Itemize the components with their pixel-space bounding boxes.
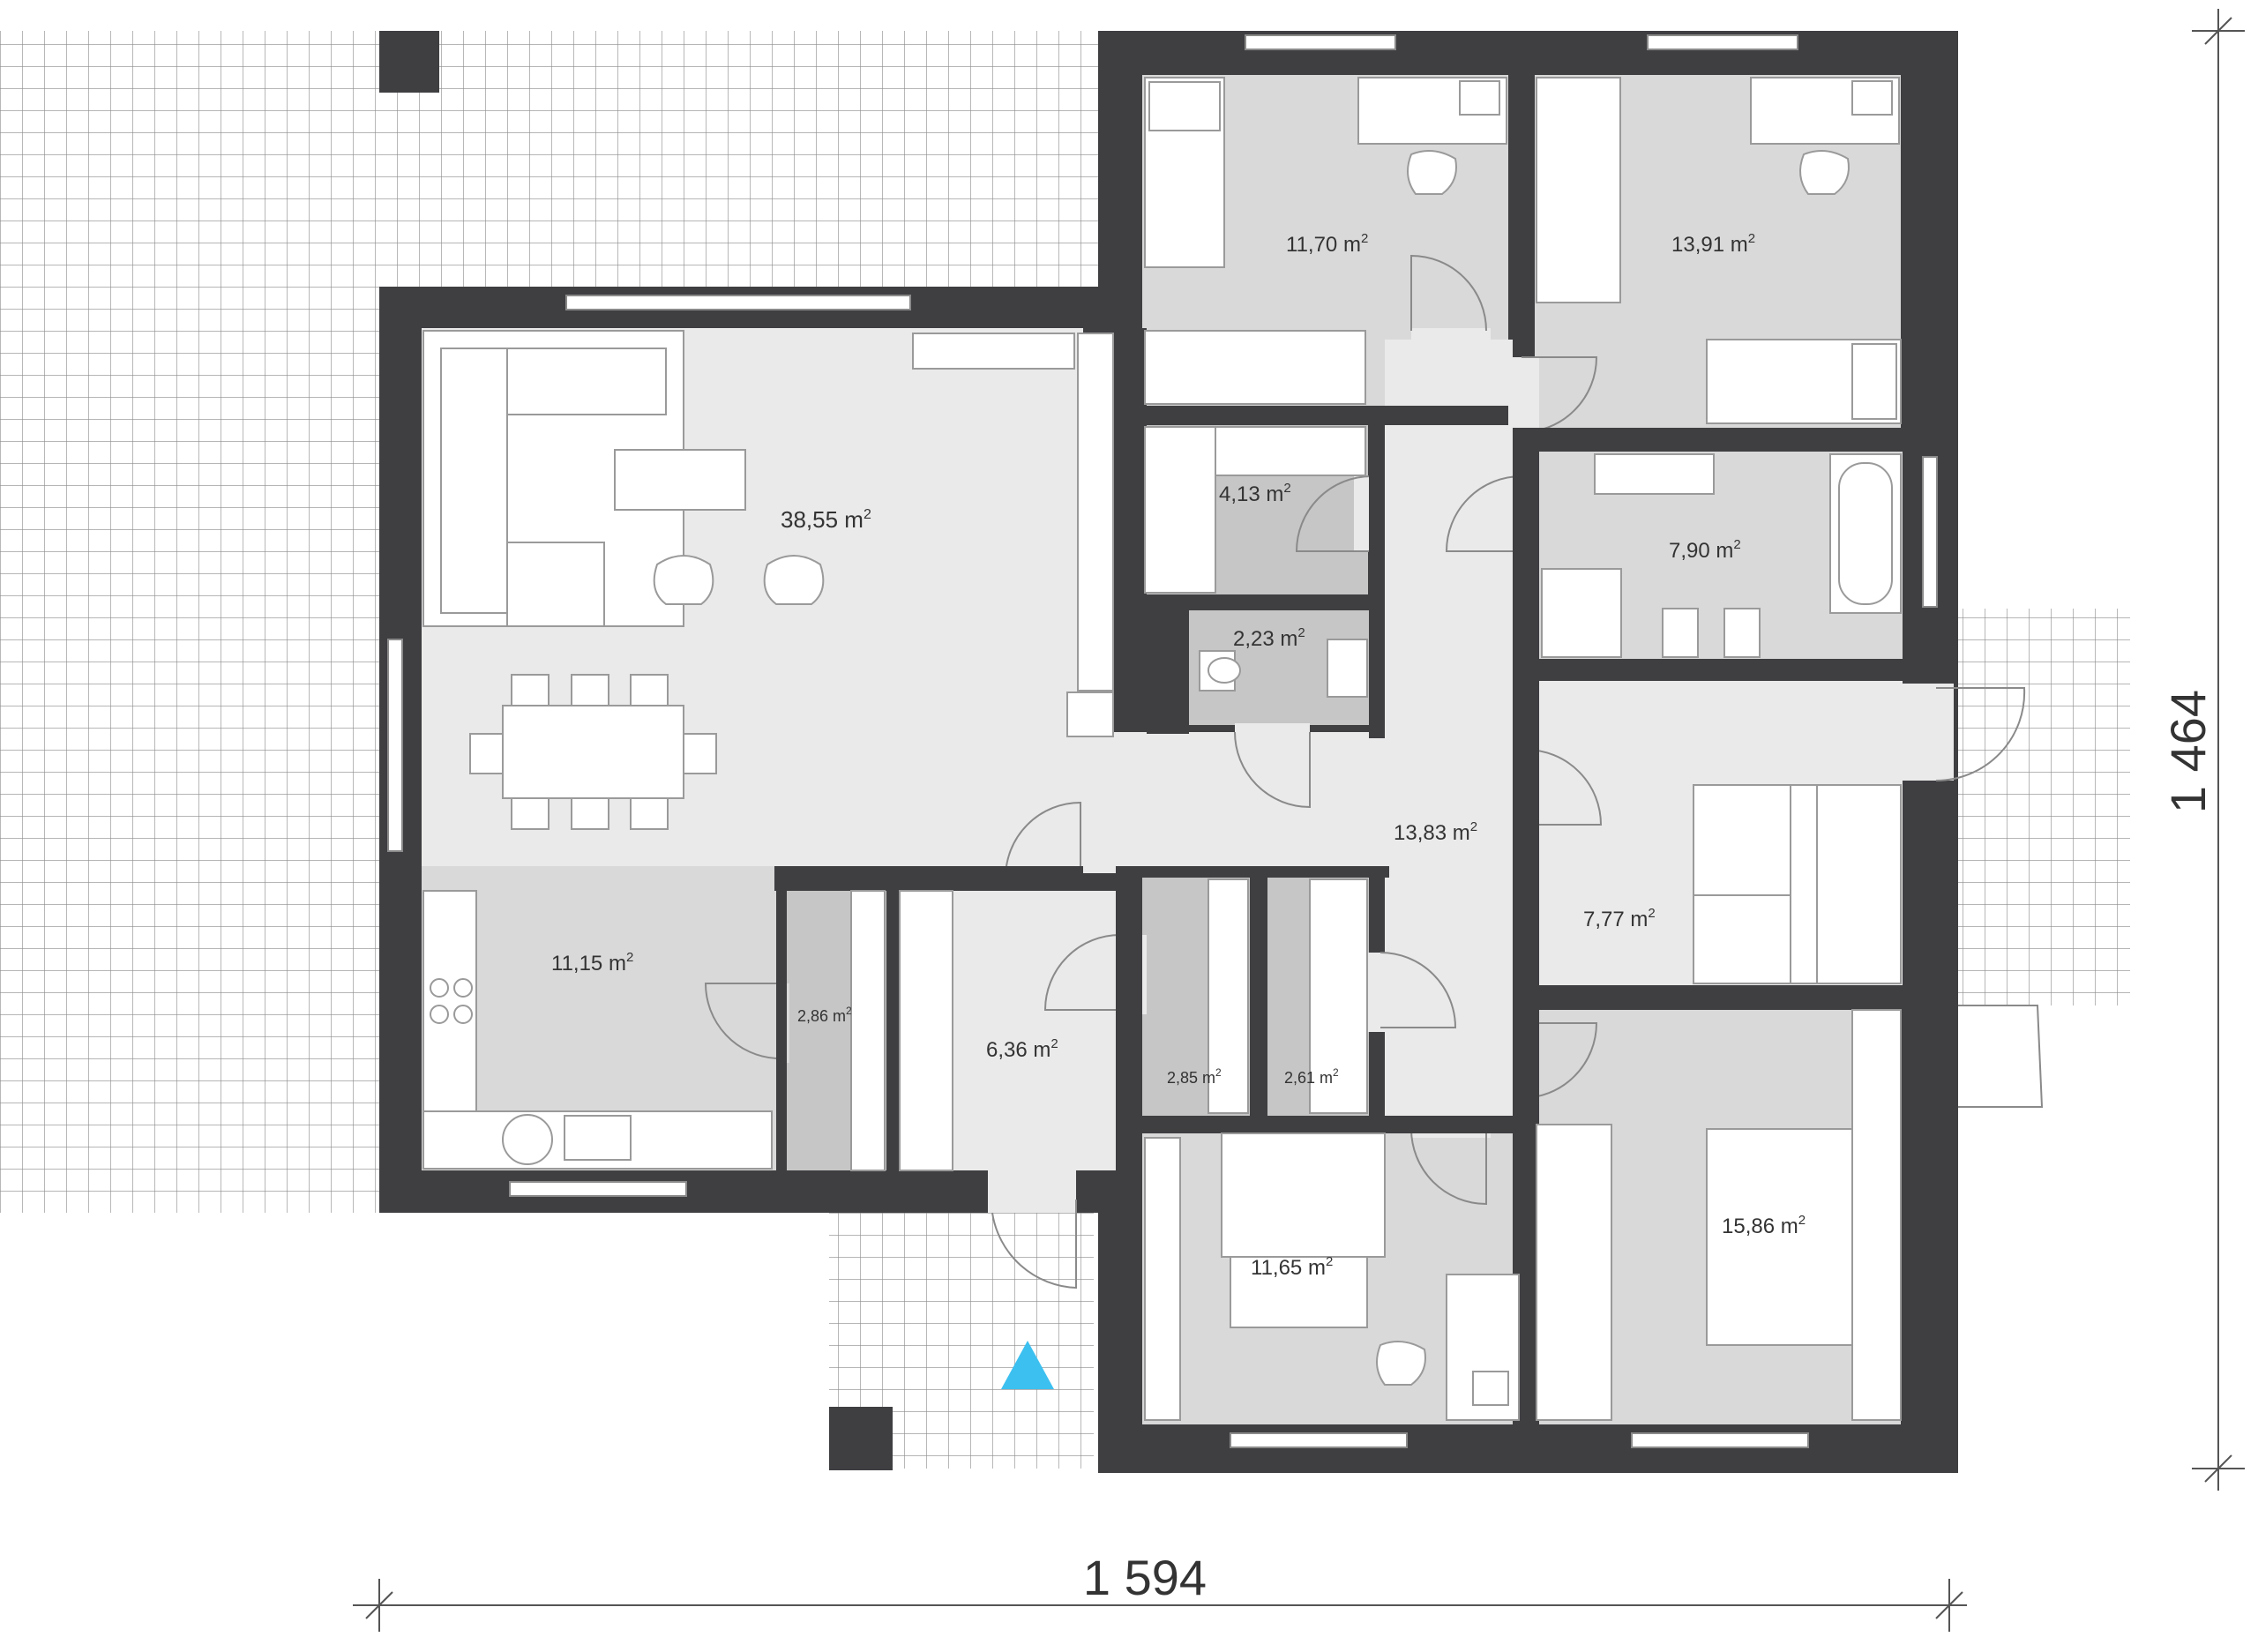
bathtub-icon [1829,453,1902,614]
sink-icon [1594,453,1715,495]
door-gap-bed-nw [1411,328,1491,342]
window-bath-e [1922,456,1938,608]
area-entry: 6,36 m2 [986,1036,1058,1062]
hall-floor [1385,340,1513,1116]
area-pantry: 2,86 m2 [797,1005,852,1025]
area-stairs: 7,77 m2 [1583,906,1656,931]
sink-icon [564,1115,632,1161]
window-bed-ne [1647,34,1798,50]
coffee-table [614,449,746,511]
chair-icon [1407,150,1457,195]
window-living-w [387,639,403,852]
pillar-nw [379,31,439,93]
furniture [422,77,1902,1421]
terrace-west [0,31,379,1213]
chair-icon [1376,1341,1426,1386]
window-bed-s [1230,1432,1408,1448]
laptop-icon [1472,1371,1509,1406]
stairs-icon [1693,784,1902,984]
pillar-entry [829,1407,893,1470]
area-bedroom-se: 15,86 m2 [1722,1213,1806,1238]
window-kitchen-s [509,1181,687,1197]
area-bedroom-ne: 13,91 m2 [1671,231,1755,257]
area-storage-a: 2,85 m2 [1167,1066,1222,1087]
area-storage-b: 2,61 m2 [1284,1066,1339,1087]
terraces [0,31,2130,1470]
east-steps [1944,1005,2044,1108]
hall-floor-ext [1083,732,1387,873]
entrance-arrow-icon [1001,1341,1054,1389]
chair-icon [1799,150,1850,195]
sofa-icon [1221,1132,1386,1258]
terrace-east [1945,609,2130,1005]
bed-icon [1144,77,1225,268]
sink-icon [1327,639,1368,698]
chair-icon [653,555,825,605]
dining-table [469,674,717,830]
shower-icon [1541,568,1622,658]
toilet-icon [1199,650,1241,691]
area-labels: 38,55 m2 11,70 m2 13,91 m2 4,13 m2 2,23 … [551,231,1806,1280]
area-living: 38,55 m2 [781,506,871,533]
window-bed-nw [1245,34,1396,50]
bed-icon [1706,339,1902,424]
window-bed-se [1631,1432,1809,1448]
area-closet: 4,13 m2 [1219,481,1291,506]
area-wc: 2,23 m2 [1233,625,1305,651]
kitchen-counter [422,890,773,1170]
terrace-north [379,31,1103,287]
stove-icon [430,978,473,1024]
laptop-icon [1459,80,1500,116]
dimension-width-label: 1 594 [1083,1550,1207,1605]
toilet-icon [1662,608,1761,658]
area-kitchen: 11,15 m2 [551,950,633,976]
area-bathroom: 7,90 m2 [1669,537,1741,563]
windows [387,34,1938,1448]
dimension-width [353,1579,1967,1632]
dimension-height [2192,9,2245,1491]
area-bedroom-s: 11,65 m2 [1251,1254,1333,1280]
dimension-height-label: 1 464 [2160,690,2216,813]
area-hall: 13,83 m2 [1394,819,1477,845]
area-bedroom-nw: 11,70 m2 [1286,231,1368,257]
laptop-icon [1851,80,1893,116]
window-living-n [565,295,911,310]
